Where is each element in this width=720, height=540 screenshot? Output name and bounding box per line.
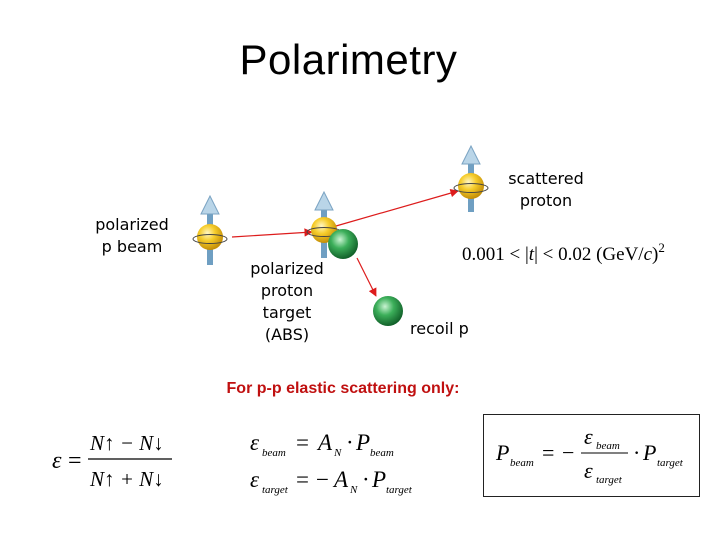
svg-text:A: A (316, 430, 333, 455)
beam-target-equations: ε beam = A N · P beam ε target = − A N ·… (250, 430, 413, 496)
beam-polarization-equation: P beam = − ε beam ε target · P target (495, 424, 684, 486)
svg-text:target: target (596, 474, 623, 486)
svg-text:P: P (495, 440, 509, 465)
page-title: Polarimetry (239, 36, 458, 83)
equals-sign: = (68, 448, 82, 474)
svg-text:=: = (542, 440, 554, 465)
svg-text:·: · (362, 467, 370, 492)
svg-text:=: = (296, 430, 309, 455)
svg-text:P: P (355, 430, 370, 455)
asymmetry-equation: ε = N↑ − N↓ N↑ + N↓ (52, 431, 172, 491)
target-proton-icon (306, 190, 358, 259)
svg-text:ε: ε (250, 430, 260, 455)
recoil-label: recoil p (410, 319, 469, 338)
beam-label: polarized p beam (95, 215, 169, 256)
svg-text:beam: beam (262, 447, 286, 459)
equation-box (483, 414, 700, 497)
recoil-proton-icon (373, 296, 403, 326)
beam-trajectory-arrow (231, 228, 313, 238)
svg-text:=: = (296, 467, 309, 492)
beam-proton-icon (192, 194, 228, 265)
svg-text:A: A (332, 467, 349, 492)
svg-text:ε: ε (250, 467, 260, 492)
scattered-trajectory-arrow (335, 189, 459, 227)
svg-text:target: target (262, 484, 289, 496)
svg-text:·: · (346, 430, 354, 455)
numerator-text: N↑ − N↓ (89, 431, 164, 455)
svg-text:−: − (562, 440, 574, 465)
svg-text:target: target (386, 484, 413, 496)
svg-text:N: N (333, 447, 342, 459)
svg-text:ε: ε (584, 424, 593, 449)
t-range-label: 0.001 < |t| < 0.02 (GeV/c)2 (462, 240, 665, 265)
scattered-proton-label: scattered proton (508, 169, 584, 210)
svg-text:beam: beam (596, 440, 620, 452)
svg-text:−: − (316, 467, 329, 492)
epsilon-symbol: ε (52, 448, 62, 474)
recoil-trajectory-arrow (356, 257, 377, 297)
svg-text:·: · (633, 440, 640, 465)
svg-text:beam: beam (370, 447, 394, 459)
svg-text:P: P (642, 440, 656, 465)
svg-text:P: P (371, 467, 386, 492)
scattering-caption: For p-p elastic scattering only: (226, 380, 460, 397)
svg-text:target: target (657, 457, 684, 469)
target-label: polarized proton target (ABS) (250, 259, 324, 344)
scattered-proton-icon (453, 144, 489, 212)
svg-text:beam: beam (510, 457, 534, 469)
svg-text:ε: ε (584, 458, 593, 483)
svg-text:N: N (349, 484, 358, 496)
denominator-text: N↑ + N↓ (89, 467, 164, 491)
